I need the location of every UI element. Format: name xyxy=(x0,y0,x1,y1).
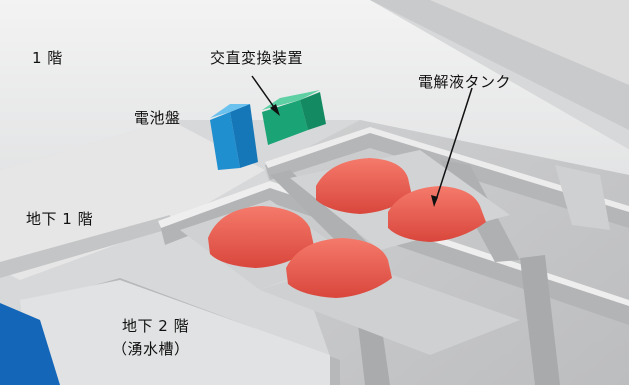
label-basement-1: 地下 1 階 xyxy=(26,210,94,228)
tank-3 xyxy=(208,206,314,268)
battery-panel-top xyxy=(210,104,250,118)
tank-2 xyxy=(388,186,486,242)
label-electrolyte-tank: 電解液タンク xyxy=(418,73,512,91)
cross-wall-4 xyxy=(555,165,610,230)
basement-2-floor xyxy=(20,280,330,385)
battery-panel-side xyxy=(230,104,258,168)
back-wall-ledge xyxy=(430,0,629,85)
label-inverter: 交直変換装置 xyxy=(210,49,304,67)
label-basement-2: 地下 2 階 xyxy=(122,317,190,335)
tank-1 xyxy=(316,158,412,214)
cross-wall-1 xyxy=(270,170,370,255)
basement-1-edge xyxy=(0,215,172,278)
inverter-top xyxy=(262,90,320,110)
label-floor-1: 1 階 xyxy=(32,49,63,67)
corner-block xyxy=(0,303,60,385)
label-spring-tank: （湧水槽） xyxy=(112,340,190,358)
arrow-tank xyxy=(431,87,473,207)
inverter-side xyxy=(300,92,326,130)
battery-panel-front xyxy=(210,112,240,170)
cross-wall-5 xyxy=(520,255,560,385)
label-battery-panel: 電池盤 xyxy=(134,109,181,127)
tank-4 xyxy=(286,238,392,298)
arrow-inverter xyxy=(251,75,280,116)
inverter-front xyxy=(262,100,308,145)
basement-1-floor xyxy=(0,120,265,280)
floor-1-slab xyxy=(0,0,629,175)
